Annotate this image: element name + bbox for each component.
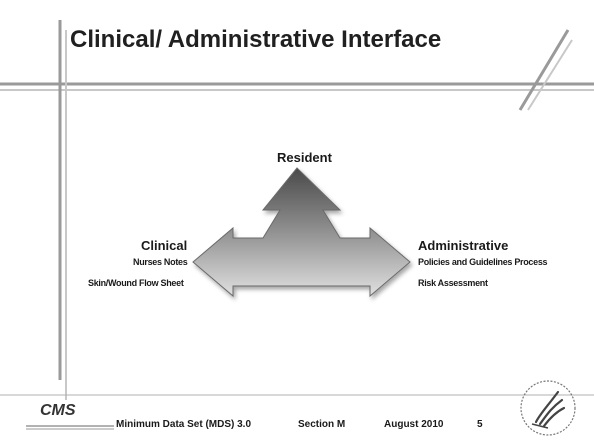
arrow-shape (192, 167, 411, 298)
clinical-item: Skin/Wound Flow Sheet (88, 278, 184, 288)
administrative-item: Policies and Guidelines Process (418, 257, 548, 267)
hhs-seal-icon (520, 380, 576, 436)
cms-logo: CMS (40, 402, 76, 419)
footer-date: August 2010 (384, 419, 444, 430)
resident-label: Resident (277, 150, 332, 165)
footer-page-number: 5 (477, 419, 483, 430)
administrative-item: Risk Assessment (418, 278, 488, 288)
clinical-item: Nurses Notes (133, 257, 188, 267)
slide-title: Clinical/ Administrative Interface (70, 26, 442, 53)
clinical-heading: Clinical (141, 238, 188, 253)
administrative-heading: Administrative (418, 238, 509, 253)
cms-logo-underline (26, 425, 114, 430)
footer-program: Minimum Data Set (MDS) 3.0 (116, 419, 252, 430)
footer-section: Section M (298, 419, 346, 430)
